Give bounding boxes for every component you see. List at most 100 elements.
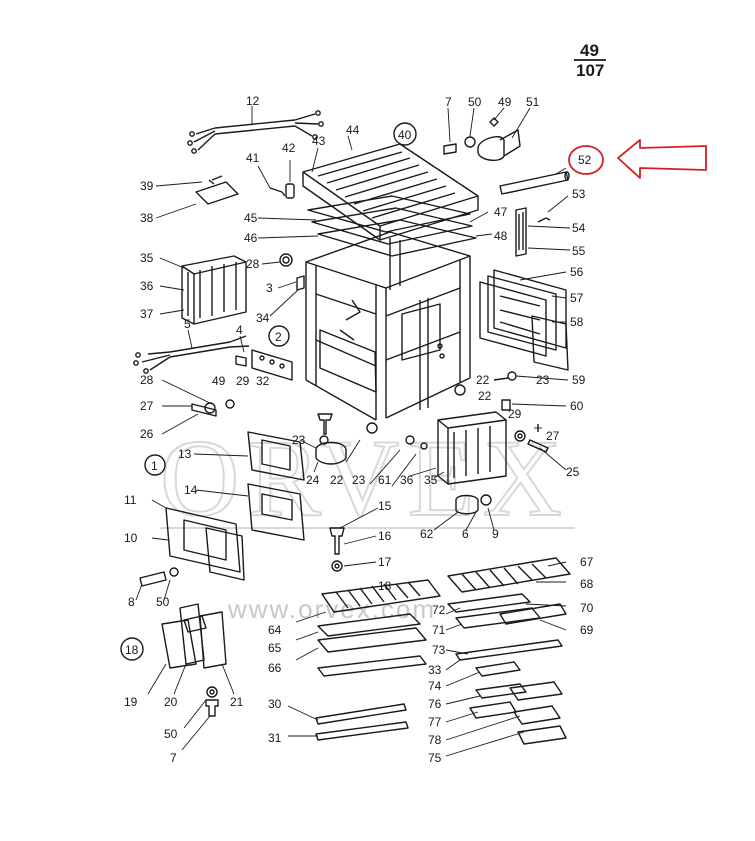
part-label: 48 (494, 229, 508, 243)
part-label: 67 (580, 555, 594, 569)
part-label: 27 (140, 399, 154, 413)
page-number: 49 107 (574, 41, 606, 80)
rod-52 (499, 171, 570, 195)
part-label: 30 (268, 697, 282, 711)
grate-plate (321, 557, 571, 613)
part-label: 69 (580, 623, 594, 637)
cable-part (133, 335, 250, 374)
part-label: 45 (244, 211, 258, 225)
part-label: 34 (256, 311, 270, 325)
page-number-bottom: 107 (576, 61, 604, 80)
part-label: 31 (268, 731, 282, 745)
back-panel (479, 269, 569, 371)
part-label: 66 (268, 661, 282, 675)
part-label: 15 (378, 499, 392, 513)
highlight (568, 139, 707, 179)
part-label: 22 (330, 473, 344, 487)
part-label: 59 (572, 373, 586, 387)
part-label: 78 (428, 733, 442, 747)
highlight-circle (568, 145, 604, 175)
part-label: 25 (566, 465, 580, 479)
part-label: 49 (498, 95, 512, 109)
part-label: 72 (432, 603, 446, 617)
part-label: 61 (378, 473, 392, 487)
top-cover (302, 143, 479, 241)
part-label: 7 (170, 751, 177, 765)
part-label: 55 (572, 244, 586, 258)
part-label: 23 (292, 433, 306, 447)
part-label: 6 (462, 527, 469, 541)
part-label: 17 (378, 555, 392, 569)
part-label: 60 (570, 399, 584, 413)
part-label: 50 (468, 95, 482, 109)
cover-plate (195, 181, 239, 205)
leader-lines (135, 106, 571, 757)
part-label: 14 (184, 483, 198, 497)
part-label: 54 (572, 221, 586, 235)
part-label: 77 (428, 715, 442, 729)
part-label: 68 (580, 577, 594, 591)
part-label: 73 (432, 643, 446, 657)
part-label: 58 (570, 315, 584, 329)
part-label: 37 (140, 307, 154, 321)
part-label: 22 (478, 389, 492, 403)
part-label: 75 (428, 751, 442, 765)
part-label: 56 (570, 265, 584, 279)
part-label: 38 (140, 211, 154, 225)
part-label: 43 (312, 134, 326, 148)
part-label: 28 (140, 373, 154, 387)
part-label: 18 (378, 579, 392, 593)
part-label: 49 (212, 374, 226, 388)
part-label: 3 (266, 281, 273, 295)
part-label: 35 (424, 473, 438, 487)
part-labels: 12 39 38 41 42 43 44 45 46 7 50 49 51 52… (124, 94, 594, 765)
group-markers (120, 122, 417, 661)
part-label: 10 (124, 531, 138, 545)
cabinet-frame (305, 231, 471, 434)
part-label: 28 (246, 257, 260, 271)
part-label: 64 (268, 623, 282, 637)
part-label: 50 (164, 727, 178, 741)
group-marker: 40 (398, 128, 412, 142)
part-label: 74 (428, 679, 442, 693)
part-label: 7 (445, 95, 452, 109)
part-label: 19 (124, 695, 138, 709)
part-label: 8 (128, 595, 135, 609)
part-label: 20 (164, 695, 178, 709)
part-label: 12 (246, 94, 260, 108)
part-label: 36 (140, 279, 154, 293)
part-label: 53 (572, 187, 586, 201)
part-label: 51 (526, 95, 540, 109)
heating-element (181, 255, 247, 325)
part-label: 5 (184, 317, 191, 331)
part-label: 42 (282, 141, 296, 155)
part-label: 35 (140, 251, 154, 265)
part-label: 62 (420, 527, 434, 541)
part-label: 50 (156, 595, 170, 609)
part-label: 27 (546, 429, 560, 443)
part-label: 41 (246, 151, 260, 165)
part-label: 32 (256, 374, 270, 388)
group-marker: 1 (151, 459, 158, 473)
part-label: 21 (230, 695, 244, 709)
part-label: 24 (306, 473, 320, 487)
part-label: 22 (476, 373, 490, 387)
part-label: 33 (428, 663, 442, 677)
part-label: 16 (378, 529, 392, 543)
part-label: 65 (268, 641, 282, 655)
part-label: 36 (400, 473, 414, 487)
part-label: 76 (428, 697, 442, 711)
part-label: 29 (236, 374, 250, 388)
part-label: 46 (244, 231, 258, 245)
group-marker: 2 (275, 330, 282, 344)
part-label: 23 (536, 373, 550, 387)
part-label: 39 (140, 179, 154, 193)
part-label: 57 (570, 291, 584, 305)
part-drawings (133, 106, 571, 757)
part-label: 11 (124, 493, 137, 507)
part-label: 29 (508, 407, 522, 421)
part-label: 44 (346, 123, 360, 137)
part-label: 47 (494, 205, 508, 219)
group-marker: 18 (125, 643, 139, 657)
